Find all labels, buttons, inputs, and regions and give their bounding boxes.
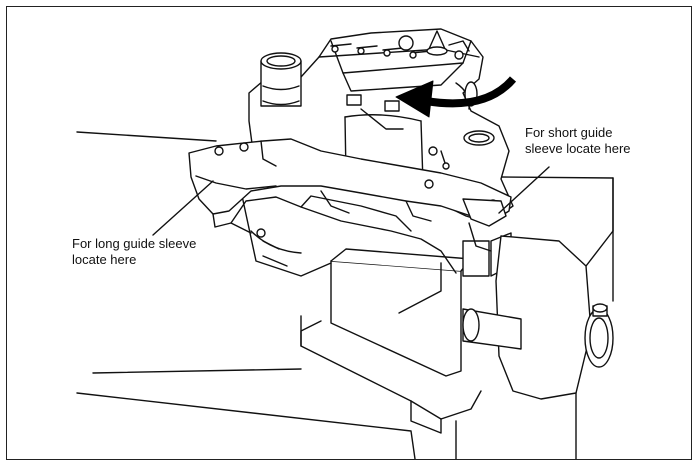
bench-vice (300, 232, 614, 434)
callout-leader-lines (152, 166, 550, 236)
long-guide-callout-line2: locate here (72, 252, 137, 267)
long-guide-leader (152, 180, 214, 236)
short-guide-callout-line2: sleeve locate here (525, 141, 631, 156)
short-guide-callout-line1: For short guide (525, 125, 613, 140)
diagram-frame (6, 6, 692, 460)
caliper-carrier (188, 138, 512, 274)
caliper-in-vice-illustration (76, 28, 614, 459)
short-guide-leader (498, 166, 550, 214)
long-guide-sleeve-callout: For long guide sleeve locate here (70, 236, 199, 268)
short-guide-sleeve-callout: For short guide sleeve locate here (523, 125, 633, 157)
curved-arrow-icon (395, 76, 517, 118)
long-guide-callout-line1: For long guide sleeve (72, 236, 197, 251)
